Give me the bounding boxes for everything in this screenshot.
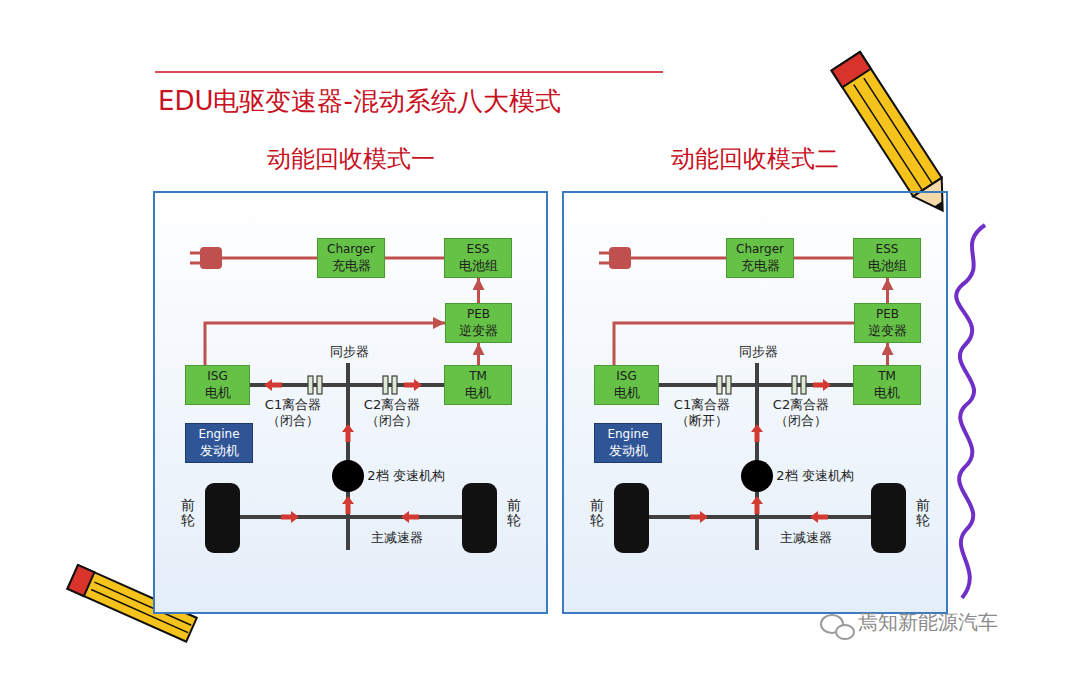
- part-name: 充电器: [332, 257, 371, 274]
- panel-ground: [155, 193, 546, 612]
- part-code: PEB: [876, 307, 899, 322]
- power-connector: [385, 257, 444, 260]
- pencil-decoration: [831, 52, 956, 220]
- clutch-label: C2离合器 （闭合）: [357, 397, 427, 429]
- part-name: 电机: [465, 384, 491, 401]
- part-code: Charger: [736, 242, 784, 257]
- clutch-label: C2离合器 （闭合）: [766, 397, 836, 429]
- power-connector: [477, 343, 480, 365]
- part-code: ISG: [616, 369, 636, 384]
- title-rule: [155, 71, 663, 73]
- component-box: ISG电机: [594, 365, 659, 405]
- part-name: 电机: [614, 384, 640, 401]
- part-name: 电机: [874, 384, 900, 401]
- part-code: Charger: [327, 242, 375, 257]
- engine-box: Engine发动机: [185, 423, 253, 463]
- gearbox-label: 2档 变速机构: [366, 468, 446, 484]
- gearbox-label: 2档 变速机构: [775, 468, 855, 484]
- squiggle-decoration: [956, 225, 985, 598]
- part-name: 电池组: [868, 257, 907, 274]
- power-connector: [477, 278, 480, 303]
- watermark: 焉知新能源汽车: [858, 614, 998, 630]
- part-code: PEB: [467, 307, 490, 322]
- wheel-label: 前轮: [916, 498, 930, 529]
- part-code: TM: [469, 369, 487, 384]
- panel-heading: 动能回收模式一: [155, 143, 546, 175]
- component-box: Charger充电器: [317, 238, 385, 278]
- component-box: ISG电机: [185, 365, 250, 405]
- wheel-label: 前轮: [181, 498, 195, 529]
- part-name: 逆变器: [459, 322, 498, 339]
- power-connector: [886, 278, 889, 303]
- part-name: 发动机: [200, 442, 239, 459]
- wechat-icon: [821, 615, 854, 639]
- power-connector: [205, 323, 445, 365]
- part-name: 发动机: [609, 442, 648, 459]
- part-code: Engine: [607, 427, 648, 442]
- component-box: TM电机: [444, 365, 512, 405]
- mode-panel: 动能回收模式二Charger充电器ESS电池组PEB逆变器ISG电机TM电机En…: [564, 193, 946, 612]
- part-name: 逆变器: [868, 322, 907, 339]
- final-drive-label: 主减速器: [771, 530, 841, 546]
- part-code: ESS: [467, 242, 490, 257]
- component-box: ESS电池组: [853, 238, 921, 278]
- part-code: Engine: [198, 427, 239, 442]
- power-connector: [614, 323, 854, 365]
- final-drive-label: 主减速器: [362, 530, 432, 546]
- mode-panel: 动能回收模式一Charger充电器ESS电池组PEB逆变器ISG电机TM电机En…: [155, 193, 546, 612]
- synchronizer-label: 同步器: [736, 344, 780, 360]
- engine-box: Engine发动机: [594, 423, 662, 463]
- component-box: Charger充电器: [726, 238, 794, 278]
- panel-ground: [564, 193, 946, 612]
- part-name: 电机: [205, 384, 231, 401]
- wheel-label: 前轮: [590, 498, 604, 529]
- part-code: ISG: [207, 369, 227, 384]
- synchronizer-label: 同步器: [327, 344, 371, 360]
- component-box: TM电机: [853, 365, 921, 405]
- panel-heading: 动能回收模式二: [564, 143, 946, 175]
- clutch-label: C1离合器 （断开）: [667, 397, 737, 429]
- power-connector: [794, 257, 853, 260]
- component-box: ESS电池组: [444, 238, 512, 278]
- component-box: PEB逆变器: [854, 303, 921, 343]
- component-box: PEB逆变器: [445, 303, 512, 343]
- clutch-label: C1离合器 （闭合）: [258, 397, 328, 429]
- part-code: ESS: [876, 242, 899, 257]
- power-connector: [886, 343, 889, 365]
- part-code: TM: [878, 369, 896, 384]
- part-name: 电池组: [459, 257, 498, 274]
- page-title: EDU电驱变速器-混动系统八大模式: [158, 84, 561, 119]
- part-name: 充电器: [741, 257, 780, 274]
- wheel-label: 前轮: [507, 498, 521, 529]
